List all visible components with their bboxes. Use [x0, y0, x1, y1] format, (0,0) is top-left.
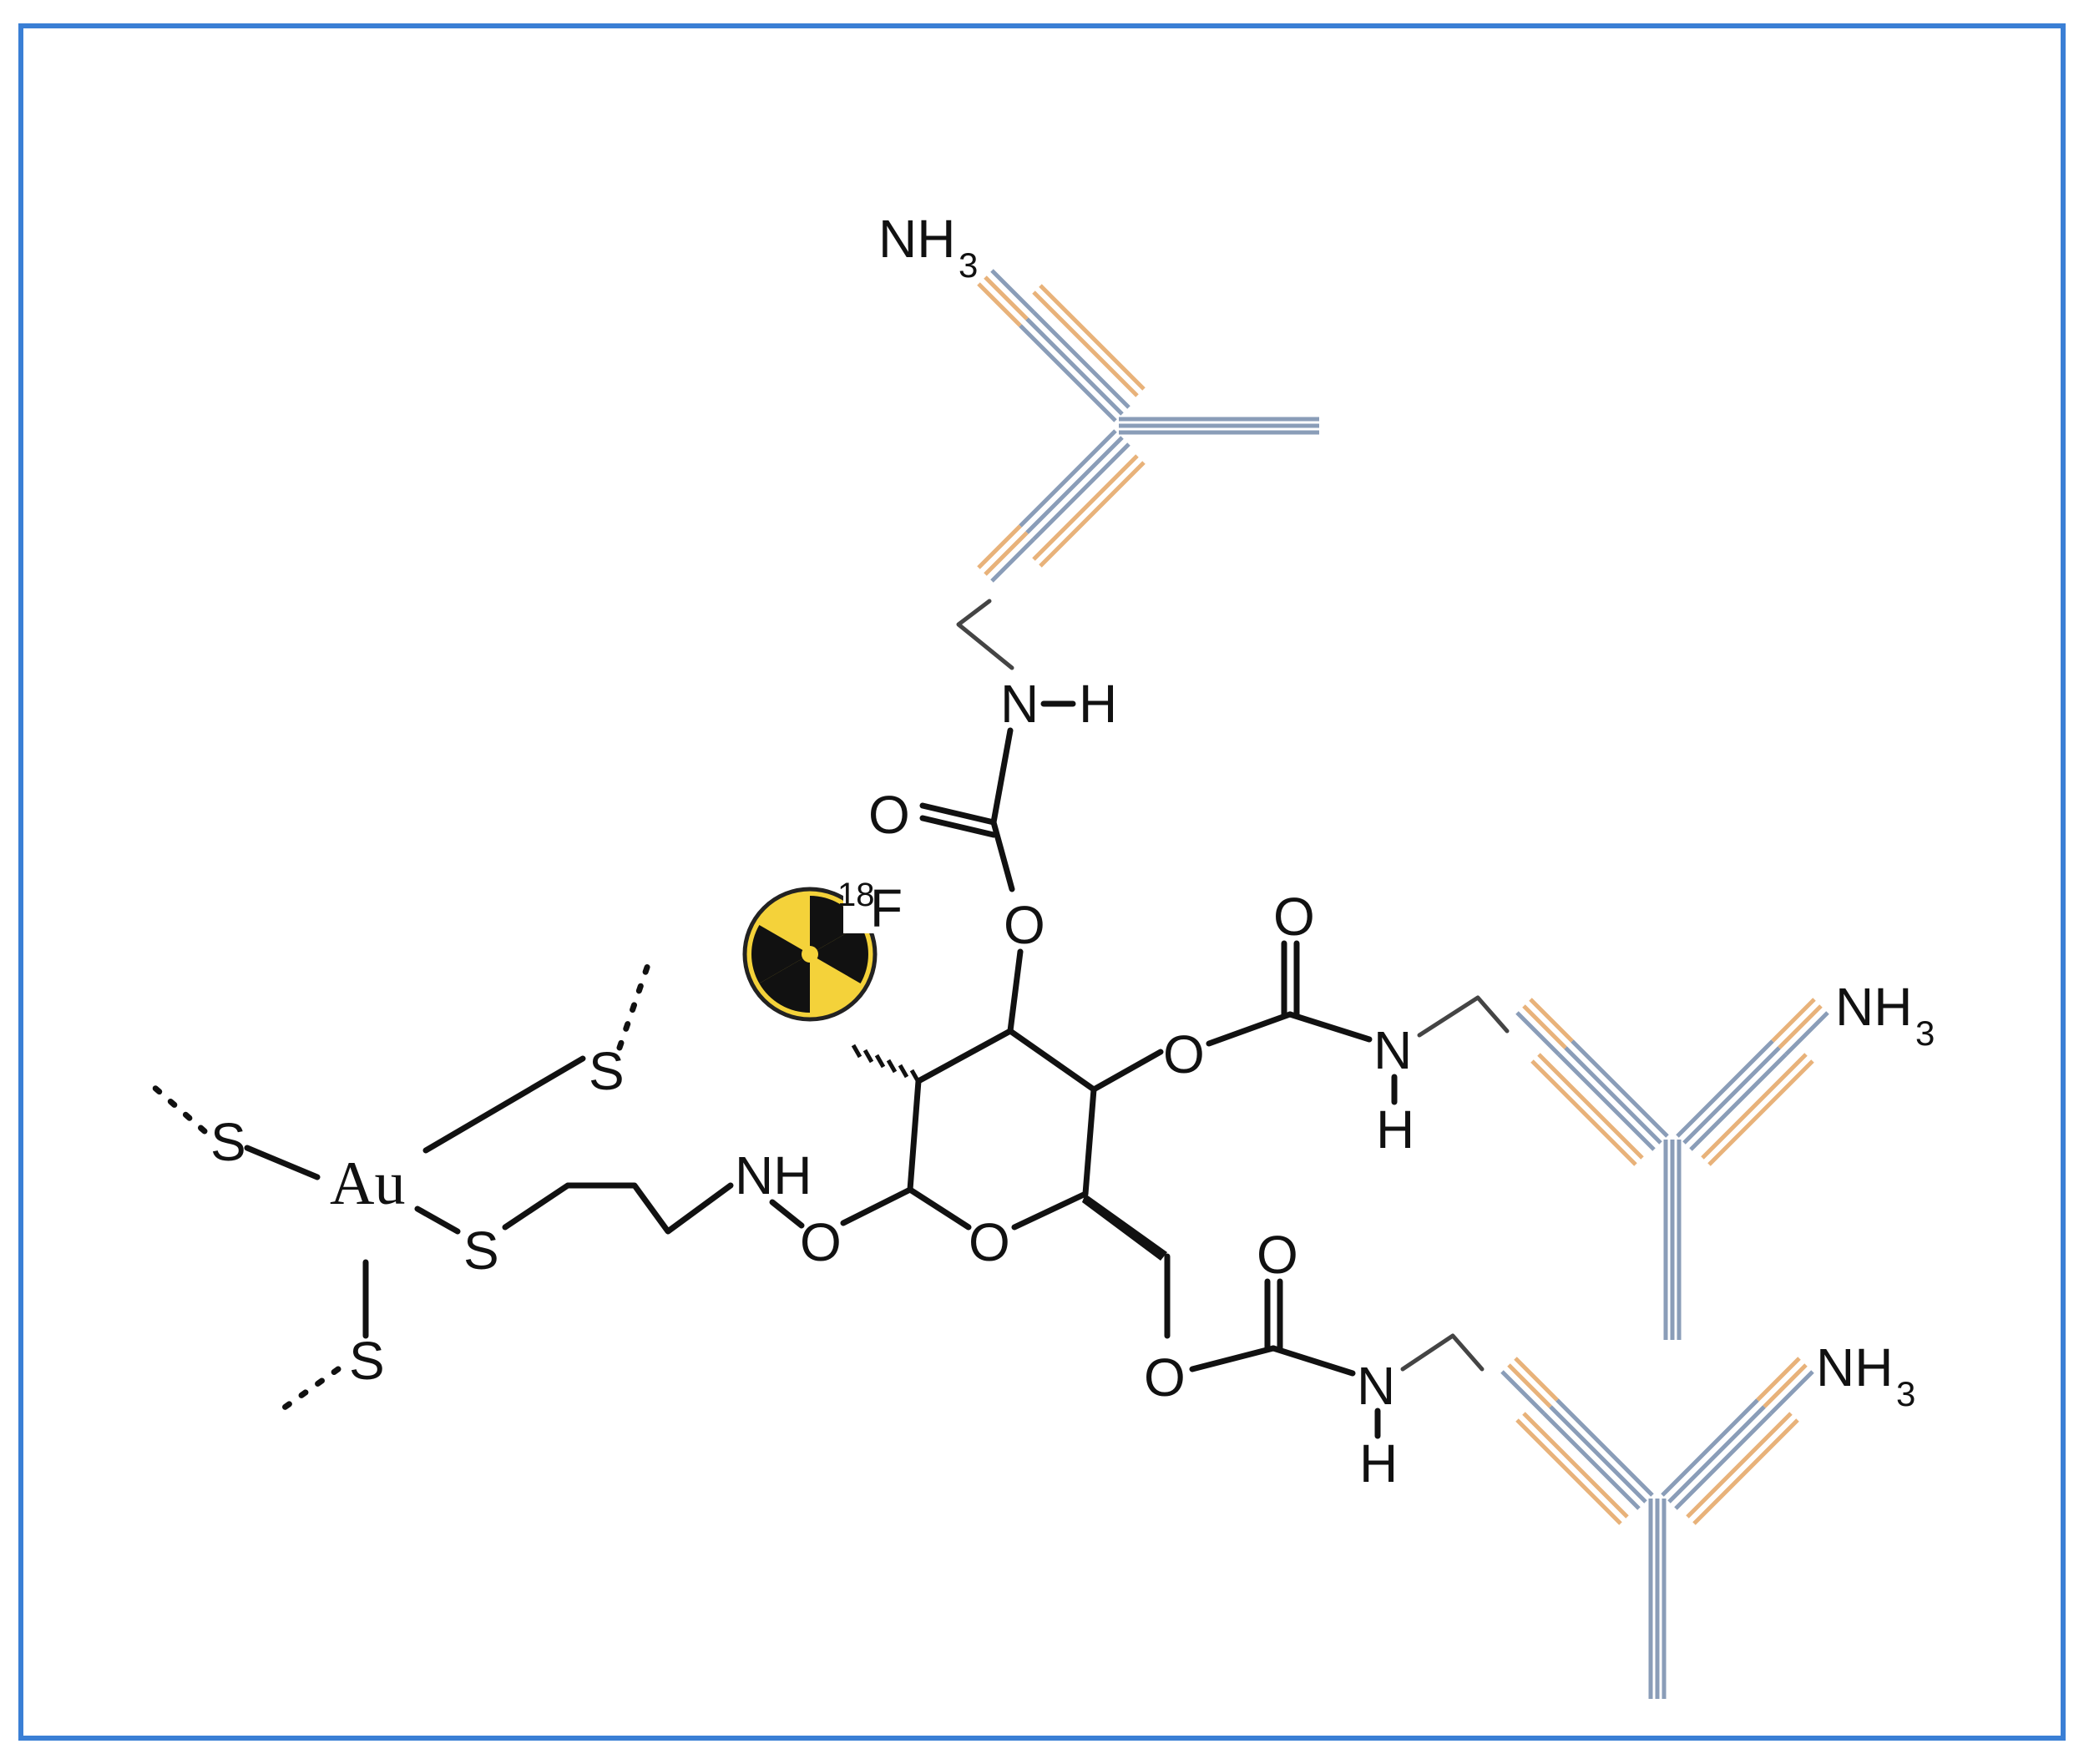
oxygen-anomeric: O: [800, 1212, 842, 1272]
hydrogen-middle: H: [1376, 1099, 1414, 1160]
figure-frame: [18, 23, 2066, 1741]
nitrogen-bottom: N: [1357, 1356, 1395, 1416]
ring-oxygen: O: [969, 1212, 1010, 1272]
hydrogen-bottom: H: [1359, 1433, 1398, 1494]
isotope-mass: 18: [837, 877, 875, 913]
oxygen-carbonyl-top: O: [868, 785, 910, 845]
oxygen-c6: O: [1144, 1347, 1186, 1408]
hydrogen-top: H: [1079, 674, 1117, 734]
oxygen-carbonyl-middle: O: [1273, 887, 1315, 947]
au-label: Au: [330, 1150, 405, 1218]
svg-text:3: 3: [1896, 1374, 1915, 1413]
wedge-bond: [1082, 1194, 1167, 1261]
linker-chain: NH O: [502, 1145, 913, 1272]
nitrogen-middle: N: [1373, 1020, 1412, 1080]
antibody-icon: [1517, 999, 1828, 1340]
svg-text:3: 3: [1915, 1013, 1935, 1053]
nitrogen-top: N: [1000, 674, 1039, 734]
oxygen-carbonyl-bottom: O: [1257, 1225, 1298, 1285]
radiation-icon: [742, 887, 885, 1022]
nh-linker: NH: [735, 1145, 812, 1205]
svg-text:NH: NH: [1835, 977, 1912, 1037]
carbamate-top: O O N H: [868, 599, 1117, 1034]
sulfur-left: S: [210, 1112, 246, 1172]
svg-text:NH: NH: [878, 209, 955, 269]
sugar-ring: O: [851, 1028, 1167, 1272]
sulfur-linker: S: [463, 1221, 499, 1281]
carbamate-middle: O O N H: [1090, 887, 1510, 1160]
isotope-element: F: [870, 878, 903, 938]
carbamate-bottom: O O N H: [1144, 1225, 1485, 1494]
sulfur-bottom: S: [349, 1331, 385, 1391]
svg-text:3: 3: [959, 245, 978, 285]
sulfur-upper: S: [589, 1041, 625, 1101]
antibody-icon: [979, 270, 1319, 581]
gold-core: Au S S S S: [149, 957, 653, 1414]
amine-label-top: NH 3: [878, 209, 978, 285]
amine-label-middle: NH 3: [1835, 977, 1935, 1053]
hatched-bond: [851, 1044, 921, 1084]
svg-text:NH: NH: [1816, 1337, 1893, 1398]
antibody-icon: [1502, 1358, 1813, 1699]
oxygen-c4: O: [1163, 1024, 1205, 1084]
amine-label-bottom: NH 3: [1816, 1337, 1915, 1413]
oxygen-c3: O: [1004, 895, 1045, 955]
